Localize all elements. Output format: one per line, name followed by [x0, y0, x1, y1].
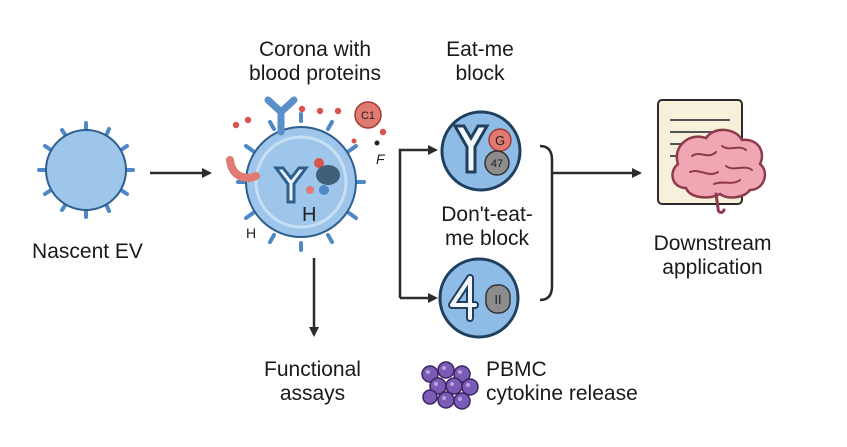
downstream-label-line1: Downstream [653, 232, 772, 255]
ii-label: II [494, 292, 501, 307]
nascent-ev-label: Nascent EV [20, 240, 155, 264]
pbmc-label: PBMC cytokine release [486, 358, 676, 406]
n47-label: 47 [491, 158, 503, 170]
red-protein-icon [226, 156, 260, 183]
protein-blob-dark [316, 165, 340, 185]
eat-me-label-line1: Eat-me [446, 38, 514, 61]
corona-label: Corona with blood proteins [220, 38, 410, 86]
arrowhead-donteat [428, 293, 438, 303]
c1-label: C1 [361, 110, 375, 122]
dont-eat-me-block-vesicle: II [438, 257, 520, 339]
47-protein-icon: 47 [484, 150, 510, 176]
corona-label-line1: Corona with [258, 38, 372, 61]
ii-protein-icon: II [485, 284, 511, 314]
h-outside-label: H [246, 225, 256, 241]
g-label: G [495, 133, 505, 148]
pbmc-highlights [426, 366, 470, 401]
functional-assays-label: Functional assays [240, 358, 385, 406]
eat-me-block-vesicle: G 47 [440, 110, 522, 192]
dont-eat-me-label: Don't-eat- me block [412, 203, 562, 251]
corona-label-line2: blood proteins [249, 62, 381, 85]
nascent-ev-text: Nascent EV [32, 240, 143, 263]
merge-bracket [539, 144, 554, 302]
inside-antibody-icon [273, 166, 309, 204]
antibody-protein-icon [264, 96, 298, 136]
pbmc-label-line1: PBMC [486, 358, 547, 381]
functional-label-line1: Functional [264, 358, 361, 381]
c1-protein-icon: C1 [354, 101, 382, 129]
eat-me-antibody-icon [452, 124, 490, 174]
dont-eat-me-label-line1: Don't-eat- [441, 203, 533, 226]
g-protein-icon: G [488, 128, 512, 152]
nascent-ev-vesicle [37, 121, 135, 219]
pbmc-cells-icon [421, 361, 479, 410]
functional-label-line2: assays [279, 382, 346, 405]
corona-vesicle [236, 112, 366, 252]
h-inside-label: H [302, 204, 316, 226]
black-dot [374, 140, 380, 146]
dont-eat-me-label-line2: me block [444, 227, 530, 250]
downstream-label: Downstream application [630, 232, 795, 280]
f-label: F [376, 151, 386, 167]
protein-blob-red [314, 158, 324, 168]
blood-protein-dots [232, 105, 387, 144]
protein-blob-pink [306, 186, 314, 194]
downstream-label-line2: application [662, 256, 763, 279]
brain-icon [671, 128, 767, 214]
protein-blob-blue [319, 185, 329, 195]
branch-arrows [398, 148, 428, 300]
pbmc-label-line2: cytokine release [486, 382, 638, 405]
eat-me-label: Eat-me block [425, 38, 535, 86]
arrowhead-eatme [428, 145, 438, 155]
eat-me-label-line2: block [455, 62, 505, 85]
